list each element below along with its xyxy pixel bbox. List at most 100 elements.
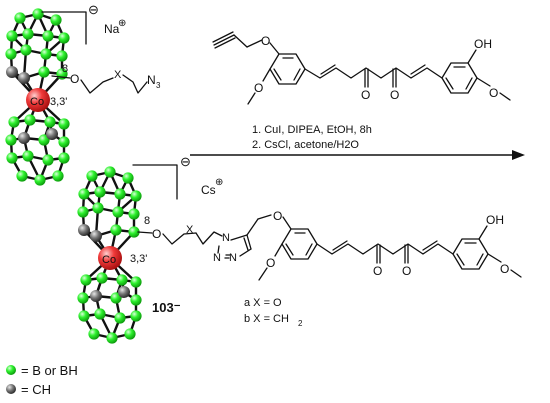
cobalt-atom-bottom — [98, 246, 122, 270]
boron-atom-top — [40, 48, 52, 60]
carbon-atom-bottom — [78, 224, 90, 236]
boron-atom-top — [5, 134, 17, 146]
cobalt-atom-top — [26, 88, 50, 112]
curcumin-bottom-skeleton — [258, 216, 522, 281]
carbon-atom-bottom — [90, 230, 102, 242]
triazole-ch2-bond — [246, 218, 259, 236]
cobalt-position-top: 3,3' — [50, 96, 67, 108]
cluster-o-bond-bottom — [137, 231, 153, 234]
ether-oxygen-bottom: O — [273, 209, 282, 223]
legend-carbon-label: = CH — [21, 382, 51, 397]
boron-atom-bottom — [122, 172, 134, 184]
cobalt-label-top: Co — [30, 96, 44, 108]
methoxy-oxygen-right-top: O — [489, 86, 498, 100]
legend-boron-icon — [6, 365, 16, 375]
boron-atom-bottom — [112, 206, 124, 218]
charge-bracket-bottom — [132, 164, 178, 200]
boron-atom-top — [38, 66, 50, 78]
linker-chain-bottom — [162, 232, 197, 245]
boron-atom-top — [16, 170, 28, 182]
counterion-bottom: Cs — [201, 183, 216, 197]
boron-atom-bottom — [78, 188, 90, 200]
carbon-atom-top — [18, 132, 30, 144]
linker-chain-top — [80, 77, 114, 94]
boron-atom-bottom — [94, 308, 106, 320]
cobaltabisdicarbollide-cluster-top: Co — [5, 8, 70, 186]
boron-atom-bottom — [96, 272, 108, 284]
methoxy-oxygen-left-top: O — [254, 81, 263, 95]
boron-atom-top — [44, 116, 56, 128]
boron-atom-top — [42, 154, 54, 166]
charge-bracket-top — [41, 11, 87, 45]
boron-atom-bottom — [128, 226, 140, 238]
boron-atom-bottom — [130, 310, 142, 322]
boron-atom-bottom — [92, 202, 104, 214]
boron-atom-top — [14, 12, 26, 24]
boron-atom-top — [58, 136, 70, 148]
ketone-oxygen-1-bottom: O — [373, 264, 382, 278]
linker-chain-top-2 — [122, 74, 148, 94]
charge-bottom: ⊖ — [180, 154, 191, 169]
triazole-n1: N — [222, 232, 230, 244]
boron-atom-top — [58, 32, 70, 44]
boron-atom-top — [56, 50, 68, 62]
legend-carbon-icon — [6, 384, 16, 394]
boron-atom-top — [8, 116, 20, 128]
boron-atom-top — [52, 170, 64, 182]
boron-atom-bottom — [114, 188, 126, 200]
locant-bottom: 8 — [144, 215, 150, 227]
ketone-oxygen-2-top: O — [390, 88, 399, 102]
boron-atom-bottom — [106, 332, 118, 344]
linker-oxygen-top: O — [70, 72, 79, 86]
linker-x-bottom: X — [186, 224, 194, 236]
counterion-charge-bottom: ⊕ — [215, 177, 223, 188]
boron-atom-top — [50, 14, 62, 26]
arrow-head — [512, 150, 525, 160]
boron-atom-bottom — [77, 292, 89, 304]
variant-b: b X = CH — [244, 313, 289, 325]
boron-atom-top — [24, 114, 36, 126]
hydroxyl-top: OH — [474, 37, 492, 51]
cobalt-label-bottom: Co — [102, 254, 116, 266]
condition-step-2: 2. CsCl, acetone/H2O — [252, 139, 359, 151]
methoxy-oxygen-left-bottom: O — [266, 256, 275, 270]
boron-atom-bottom — [110, 292, 122, 304]
curcumin-top-skeleton — [212, 31, 511, 105]
boron-atom-top — [34, 174, 46, 186]
carbon-atom-bottom — [118, 286, 130, 298]
carbon-atom-top — [18, 72, 30, 84]
variant-b-sub: 2 — [298, 319, 303, 328]
methoxy-oxygen-right-bottom: O — [500, 262, 509, 276]
triazole-n3: N — [229, 252, 237, 264]
boron-atom-top — [6, 30, 18, 42]
boron-atom-bottom — [130, 294, 142, 306]
boron-atom-bottom — [104, 166, 116, 178]
carbon-atom-top — [6, 66, 18, 78]
counterion-top: Na — [104, 22, 120, 36]
boron-atom-bottom — [80, 274, 92, 286]
boron-atom-top — [58, 118, 70, 130]
triazole-n2: N — [213, 252, 221, 264]
boron-atom-top — [5, 48, 17, 60]
boron-atom-bottom — [128, 208, 140, 220]
variant-a: a X = O — [244, 297, 282, 309]
ch2-o-bond — [257, 214, 272, 220]
boron-atom-bottom — [116, 274, 128, 286]
locant-top: 8 — [62, 63, 68, 75]
hydroxyl-bottom: OH — [486, 213, 504, 227]
boron-atom-bottom — [114, 312, 126, 324]
charge-top: ⊖ — [88, 2, 99, 17]
boron-atom-bottom — [86, 170, 98, 182]
linker-oxygen-bottom: O — [152, 227, 161, 241]
boron-atom-bottom — [78, 310, 90, 322]
azide-n-top: N — [147, 73, 156, 87]
boron-atom-bottom — [130, 276, 142, 288]
boron-atom-top — [38, 134, 50, 146]
triazole-ring — [217, 234, 252, 259]
propargyl-oxygen-top: O — [261, 34, 270, 48]
legend-boron-label: = B or BH — [21, 363, 78, 378]
cobalt-position-bottom: 3,3' — [130, 253, 147, 265]
cluster-o-bond-top — [51, 75, 71, 79]
boron-atom-top — [20, 44, 32, 56]
